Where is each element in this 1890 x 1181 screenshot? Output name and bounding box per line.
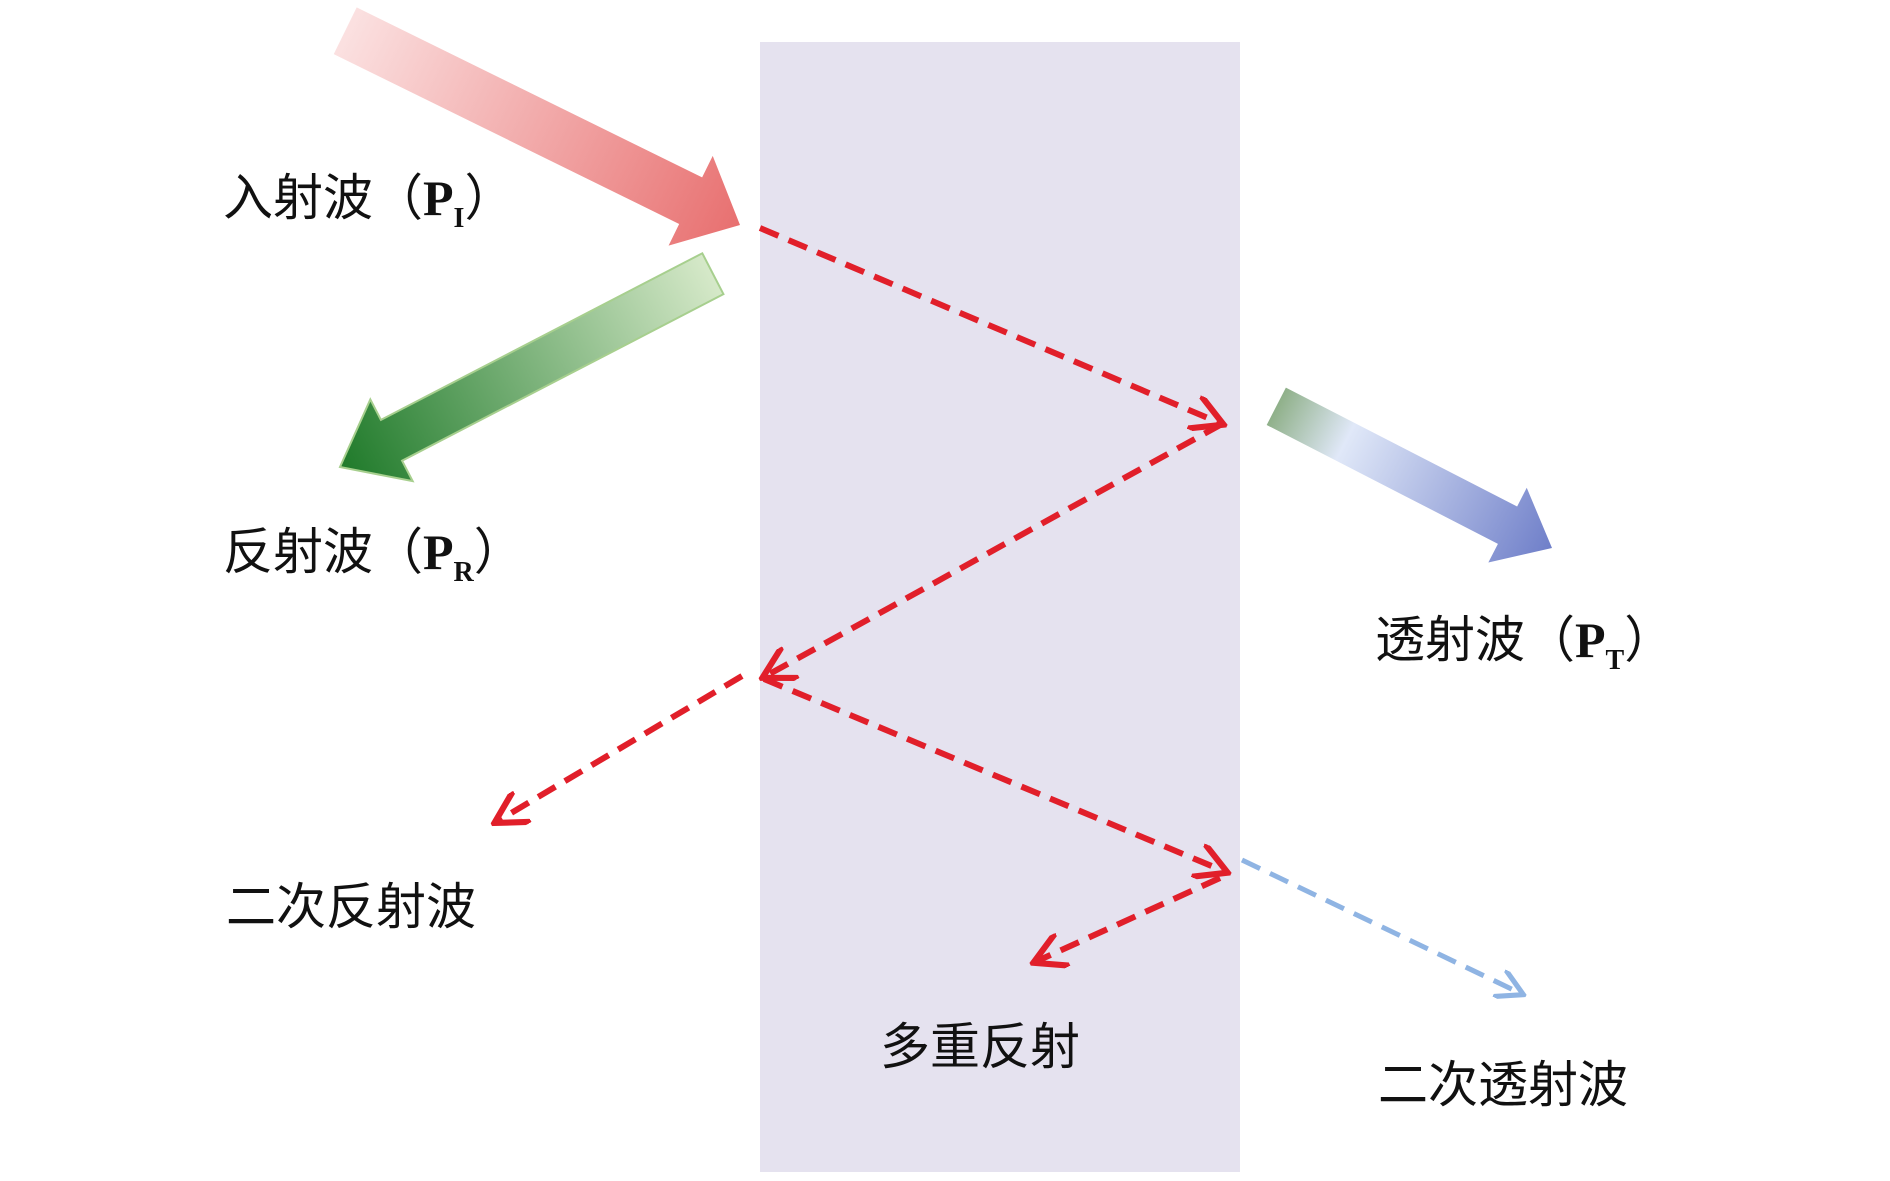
incident-wave-label: 入射波（PI） — [223, 169, 515, 234]
secondary-reflected-wave-label: 二次反射波 — [226, 878, 476, 936]
internal-ray-1 — [758, 225, 1222, 424]
internal-ray-2 — [764, 421, 1224, 677]
secondary-reflected-ray — [496, 673, 744, 822]
material-slab — [760, 42, 1240, 1172]
secondary-transmitted-ray — [1240, 857, 1522, 994]
secondary-transmitted-wave-label: 二次透射波 — [1378, 1056, 1628, 1114]
internal-ray-3 — [762, 676, 1226, 872]
transmitted-wave-label: 透射波（PT） — [1375, 611, 1675, 676]
incident-wave-arrow — [333, 7, 740, 246]
multiple-reflection-label: 多重反射 — [880, 1018, 1080, 1076]
transmitted-wave-arrow — [1266, 387, 1552, 563]
reflected-wave-arrow — [338, 251, 725, 483]
reflected-wave-label: 反射波（PR） — [223, 523, 524, 588]
multiple-reflection-ray — [1035, 875, 1222, 962]
